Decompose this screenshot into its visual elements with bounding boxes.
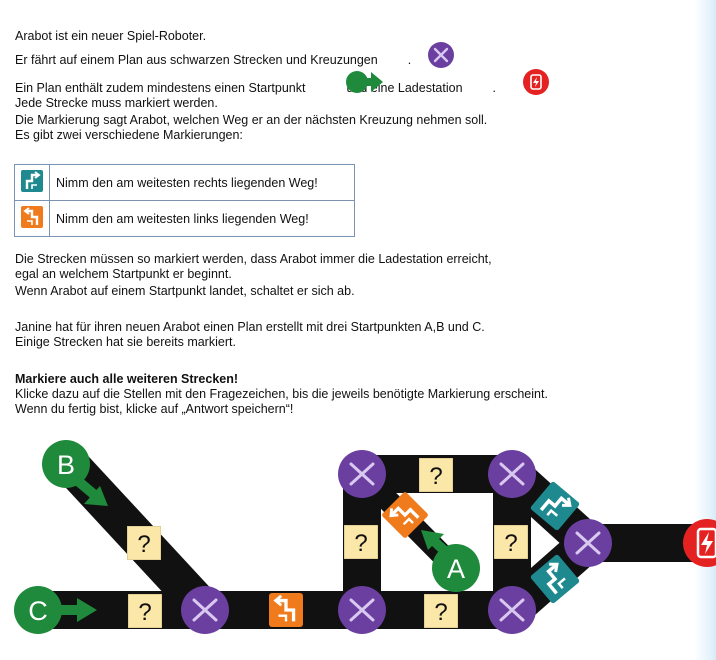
question-mark-b-diagonal: ? (137, 531, 150, 558)
crossing-icon (428, 42, 454, 68)
start-point-c: C (14, 586, 97, 634)
turn-right-marker-cell (14, 164, 50, 201)
start-label-a: A (447, 554, 465, 584)
crossing-bottom-middle (338, 586, 386, 634)
intro-line-3: Ein Plan enthält zudem mindestens einen … (15, 81, 496, 96)
question-slot-left-vertical[interactable]: ? (344, 525, 378, 559)
crossing-bottom-left (181, 586, 229, 634)
crossing-right (564, 519, 612, 567)
question-slot-right-vertical[interactable]: ? (494, 525, 528, 559)
turn-left-marker-icon (21, 206, 43, 228)
task-line-1: Klicke dazu auf die Stellen mit den Frag… (15, 387, 548, 401)
crossing-top-left (338, 450, 386, 498)
rules-line-2: egal an welchem Startpunkt er beginnt. (15, 267, 232, 281)
question-mark-left-vertical: ? (354, 530, 367, 557)
question-mark-bottom-right: ? (434, 599, 447, 626)
scenario-line-2: Einige Strecken hat sie bereits markiert… (15, 335, 236, 349)
right-edge-gradient (694, 0, 716, 660)
intro-line-6: Es gibt zwei verschiedene Markierungen: (15, 128, 243, 142)
turn-left-marker-cell (14, 200, 50, 237)
start-label-b: B (57, 450, 75, 480)
intro-line-2-end: . (407, 53, 412, 67)
question-slot-top[interactable]: ? (419, 458, 453, 492)
start-point-a: A (421, 530, 480, 592)
task-line-2: Wenn du fertig bist, klicke auf „Antwort… (15, 402, 294, 416)
charging-station-icon (683, 519, 716, 567)
game-board: B C A ? ? ? ? ? ? (14, 440, 716, 634)
question-slot-c-track[interactable]: ? (128, 594, 162, 628)
marking-row-left: Nimm den am weitesten links liegenden We… (14, 200, 355, 237)
start-point-b: B (42, 440, 108, 506)
scenario-line-1: Janine hat für ihren neuen Arabot einen … (15, 320, 485, 334)
turn-left-marker-bottom (269, 593, 303, 627)
rules-line-3: Wenn Arabot auf einem Startpunkt landet,… (15, 284, 355, 298)
question-mark-top: ? (429, 463, 442, 490)
intro-line-2-text: Er fährt auf einem Plan aus schwarzen St… (15, 53, 378, 67)
question-slot-bottom-right[interactable]: ? (424, 594, 458, 628)
question-mark-right-vertical: ? (504, 530, 517, 557)
start-label-c: C (28, 596, 48, 626)
charging-station-icon (523, 69, 549, 95)
crossing-top-right (488, 450, 536, 498)
intro-line-4: Jede Strecke muss markiert werden. (15, 96, 218, 110)
turn-right-marker-label: Nimm den am weitesten rechts liegenden W… (49, 164, 355, 201)
start-point-icon (346, 71, 383, 93)
task-heading: Markiere auch alle weiteren Strecken! (15, 372, 239, 386)
marking-row-right: Nimm den am weitesten rechts liegenden W… (14, 164, 355, 201)
intro-line-2: Er fährt auf einem Plan aus schwarzen St… (15, 53, 411, 68)
question-mark-c-track: ? (138, 599, 151, 626)
crossing-bottom-right (488, 586, 536, 634)
turn-right-marker-icon (21, 170, 43, 192)
markings-table: Nimm den am weitesten rechts liegenden W… (14, 164, 355, 237)
rules-line-1: Die Strecken müssen so markiert werden, … (15, 252, 492, 266)
intro-line-5: Die Markierung sagt Arabot, welchen Weg … (15, 113, 488, 127)
intro-line-3-end: . (492, 81, 497, 95)
question-slot-b-diagonal[interactable]: ? (127, 526, 161, 560)
intro-line-3a: Ein Plan enthält zudem mindestens einen … (15, 81, 306, 95)
turn-left-marker-label: Nimm den am weitesten links liegenden We… (49, 200, 355, 237)
intro-line-1: Arabot ist ein neuer Spiel-Roboter. (15, 29, 207, 43)
